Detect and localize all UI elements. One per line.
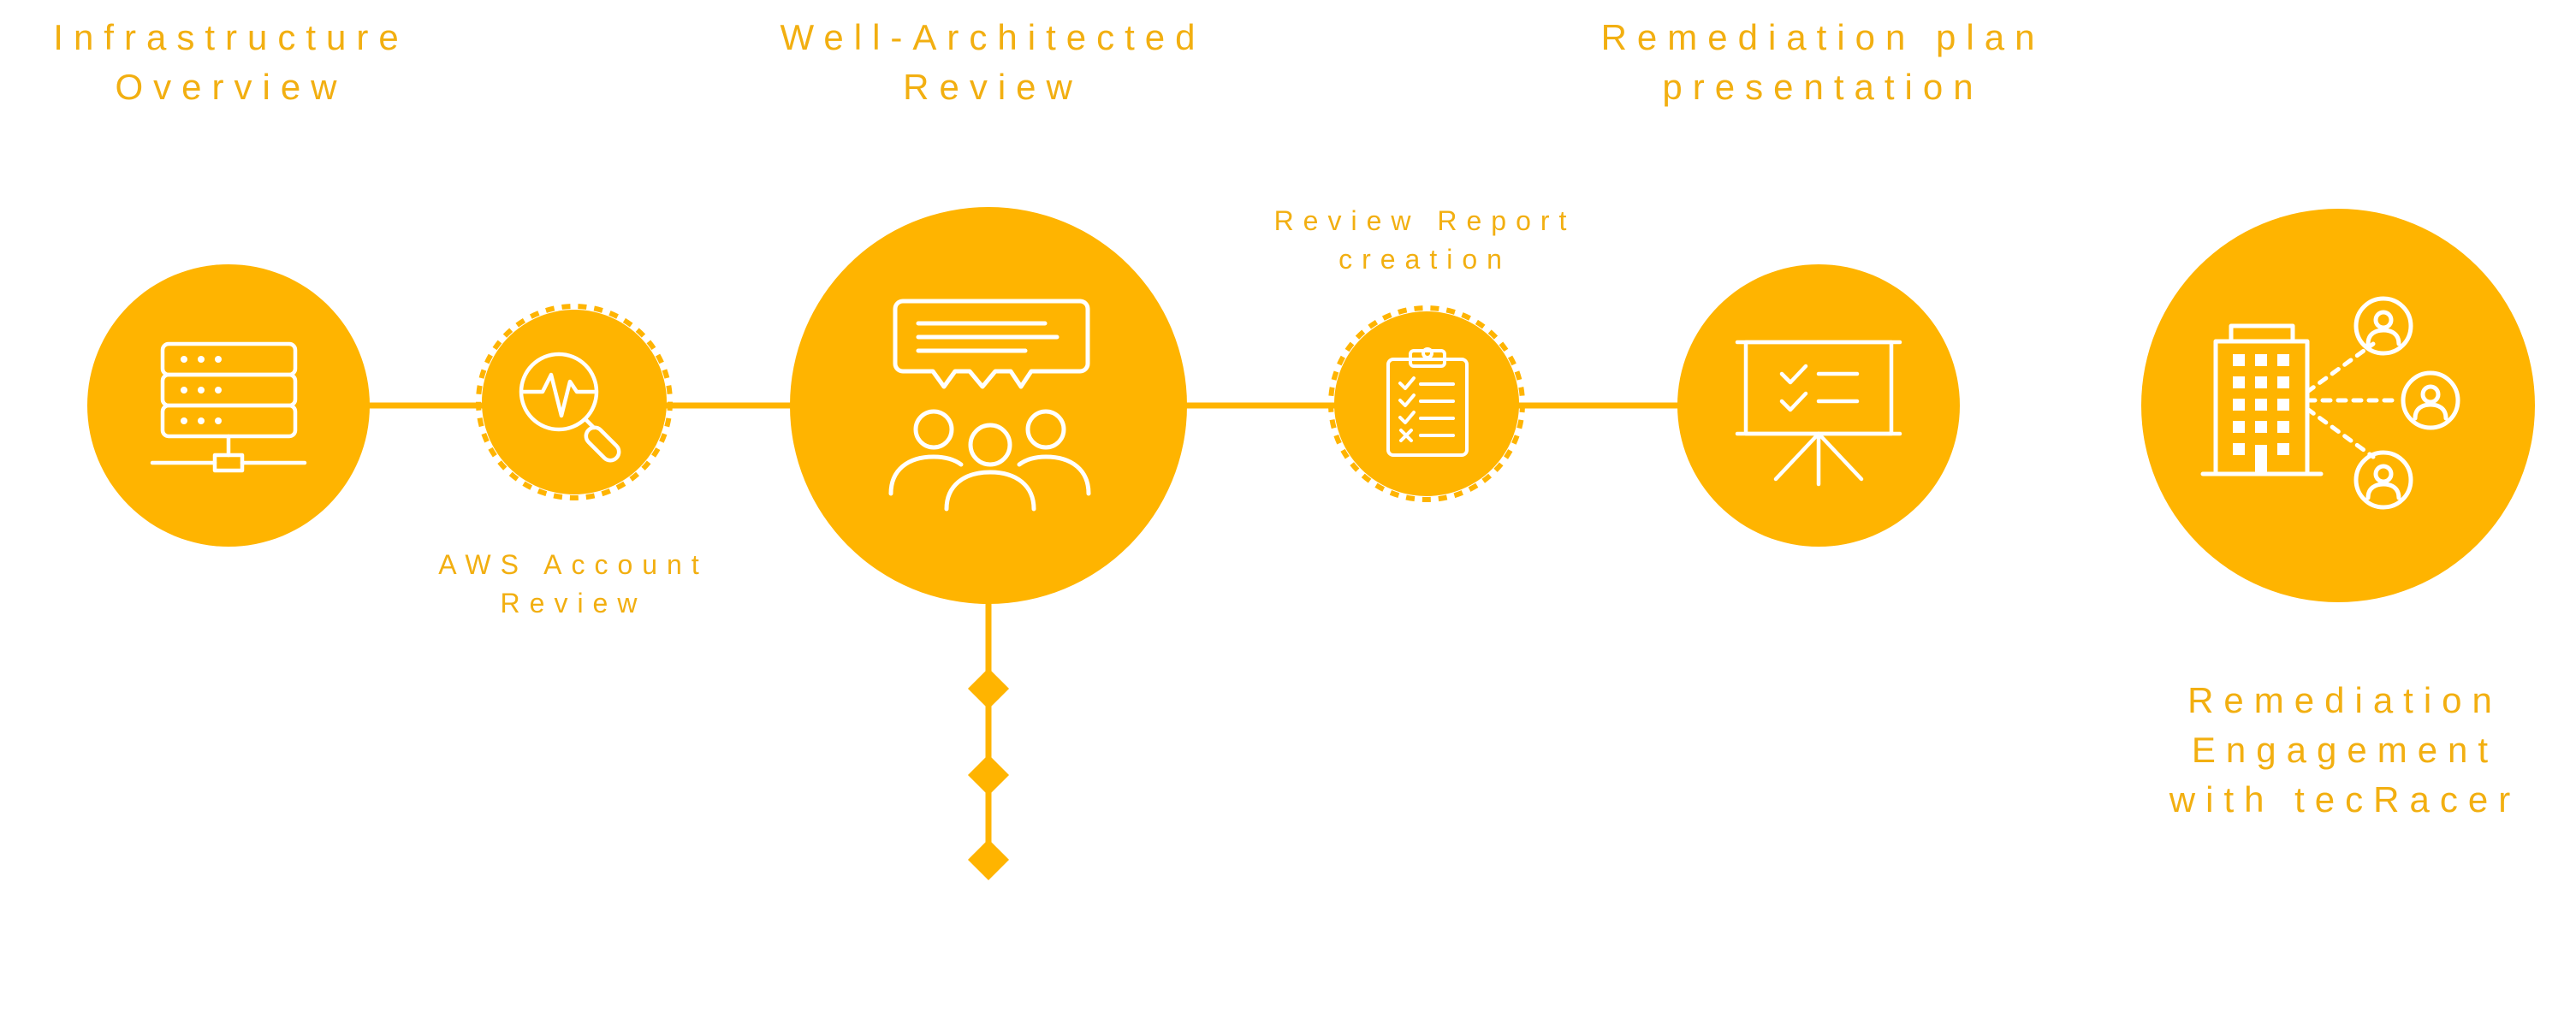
team-discussion-icon	[888, 299, 1091, 512]
timeline-connectors	[359, 402, 1690, 860]
step-circle	[1334, 311, 1519, 496]
label-review-report-creation: Review Report creation	[1273, 205, 1576, 275]
milestone-diamond	[967, 838, 1010, 881]
label-remediation-plan-presentation: Remediation plan presentation	[1600, 17, 2045, 107]
step-circle	[1677, 264, 1960, 547]
step-well-architected	[790, 207, 1187, 604]
label-aws-account-review: AWS Account Review	[438, 549, 709, 618]
building-network-icon	[2200, 296, 2460, 510]
step-circle	[2141, 209, 2535, 602]
step-infrastructure	[87, 264, 370, 547]
server-rack-icon	[150, 341, 307, 473]
milestone-diamond	[967, 754, 1010, 796]
magnifier-pulse-icon	[519, 352, 621, 463]
label-remediation-engagement: Remediation Engagement with tecRacer	[2169, 680, 2521, 820]
milestone-diamond	[967, 667, 1010, 710]
step-review-report	[1328, 305, 1525, 502]
label-well-architected-review: Well-Architected Review	[780, 17, 1206, 107]
step-remediation-engagement	[2141, 209, 2535, 602]
step-circle	[482, 310, 667, 494]
label-infrastructure-overview: Infrastructure Overview	[53, 17, 409, 107]
step-remediation-plan	[1677, 264, 1960, 547]
step-aws-account	[476, 304, 673, 500]
milestone-diamonds	[967, 667, 1010, 881]
clipboard-checklist-icon	[1386, 347, 1469, 457]
presentation-board-icon	[1735, 340, 1902, 487]
step-circle	[790, 207, 1187, 604]
